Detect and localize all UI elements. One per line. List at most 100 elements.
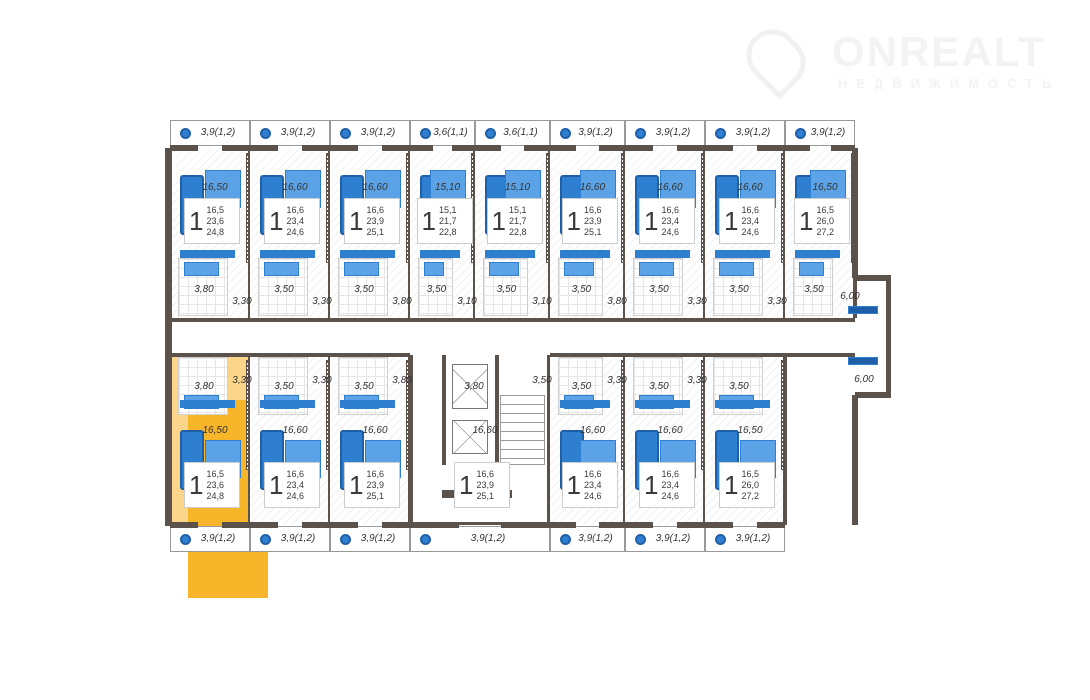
room-area-label: 16,50 (737, 425, 763, 436)
radiator (848, 306, 878, 314)
hall-area-label: 3,30 (687, 296, 707, 307)
facade-wall (222, 145, 250, 151)
bathtub (564, 262, 594, 276)
area-living: 16,6 (741, 204, 759, 215)
balcony-area-label: 3,9(1,2) (360, 127, 396, 138)
facade-wall (757, 522, 785, 528)
room-count: 1 (459, 470, 474, 500)
balcony-chair-icon (260, 128, 271, 139)
area-total-with-balcony: 24,6 (661, 490, 679, 501)
facade-wall (785, 145, 810, 151)
kitchen-counter (635, 250, 690, 258)
balcony-area-label: 3,6(1,1) (503, 127, 538, 138)
room-count: 1 (644, 206, 659, 236)
room-area-label: 16,60 (282, 182, 308, 193)
room-count: 1 (269, 470, 284, 500)
balcony[interactable] (625, 526, 705, 552)
area-total-with-balcony: 24,8 (206, 226, 224, 237)
bathroom-area-label: 3,50 (729, 284, 749, 295)
room-count: 1 (269, 206, 284, 236)
facade-wall (625, 522, 653, 528)
room-count: 1 (421, 206, 436, 236)
bathtub (799, 262, 824, 276)
bathroom-area-label: 3,50 (274, 381, 294, 392)
area-total-with-balcony: 25,1 (366, 226, 384, 237)
room-count: 1 (349, 206, 364, 236)
kitchen-counter (420, 250, 460, 258)
room-area-label: 15,10 (504, 182, 531, 193)
bathroom-area-label: 3,50 (571, 284, 592, 295)
balcony-area-label: 3,9(1,2) (200, 127, 236, 138)
balcony-chair-icon (340, 534, 351, 545)
balcony[interactable] (410, 526, 550, 552)
stair-bay-wall (855, 392, 890, 398)
room-count: 1 (724, 206, 739, 236)
area-total: 26,0 (816, 215, 834, 226)
kitchen-counter (560, 250, 610, 258)
room-area-label: 16,50 (812, 182, 838, 193)
area-living: 16,6 (286, 204, 304, 215)
area-total: 23,4 (661, 479, 679, 490)
kitchen-counter (715, 250, 770, 258)
area-living: 16,6 (583, 204, 602, 215)
balcony-chair-icon (180, 128, 191, 139)
area-total-with-balcony: 24,6 (661, 226, 679, 237)
room-area-label: 16,60 (579, 182, 606, 193)
room-area-label: 16,60 (657, 182, 683, 193)
outer-wall-right (852, 148, 858, 278)
corridor-area-label: 6,00 (840, 291, 860, 302)
area-total-with-balcony: 25,1 (476, 490, 494, 501)
facade-wall (302, 522, 330, 528)
hall-area-label: 3,80 (607, 296, 627, 307)
facade-wall (170, 145, 198, 151)
logo-tagline: НЕДВИЖИМОСТЬ (838, 76, 1061, 91)
hall-area-label: 3,30 (687, 375, 707, 386)
balcony-area-label: 3,9(1,2) (280, 127, 316, 138)
kitchen-counter (485, 250, 535, 258)
hall-area-label: 3,80 (392, 375, 412, 386)
balcony-area-label: 3,9(1,2) (200, 533, 236, 544)
area-living: 16,6 (661, 204, 679, 215)
corridor-area-label: 6,00 (854, 374, 874, 385)
balcony[interactable] (625, 120, 705, 146)
kitchen-counter (340, 250, 395, 258)
facade-wall (382, 145, 410, 151)
facade-wall (410, 145, 433, 151)
facade-wall (677, 522, 705, 528)
hall-area-label: 3,30 (312, 296, 332, 307)
room-area-label: 16,60 (472, 425, 498, 436)
balcony-chair-icon (560, 534, 571, 545)
area-total: 23,9 (476, 479, 494, 490)
area-total: 23,4 (286, 215, 304, 226)
room-count: 1 (566, 470, 581, 500)
facade-wall (550, 145, 577, 151)
area-total-with-balcony: 24,6 (583, 490, 602, 501)
facade-wall (302, 145, 330, 151)
room-area-label: 16,60 (362, 182, 388, 193)
bathtub (639, 262, 674, 276)
room-count: 1 (799, 206, 814, 236)
